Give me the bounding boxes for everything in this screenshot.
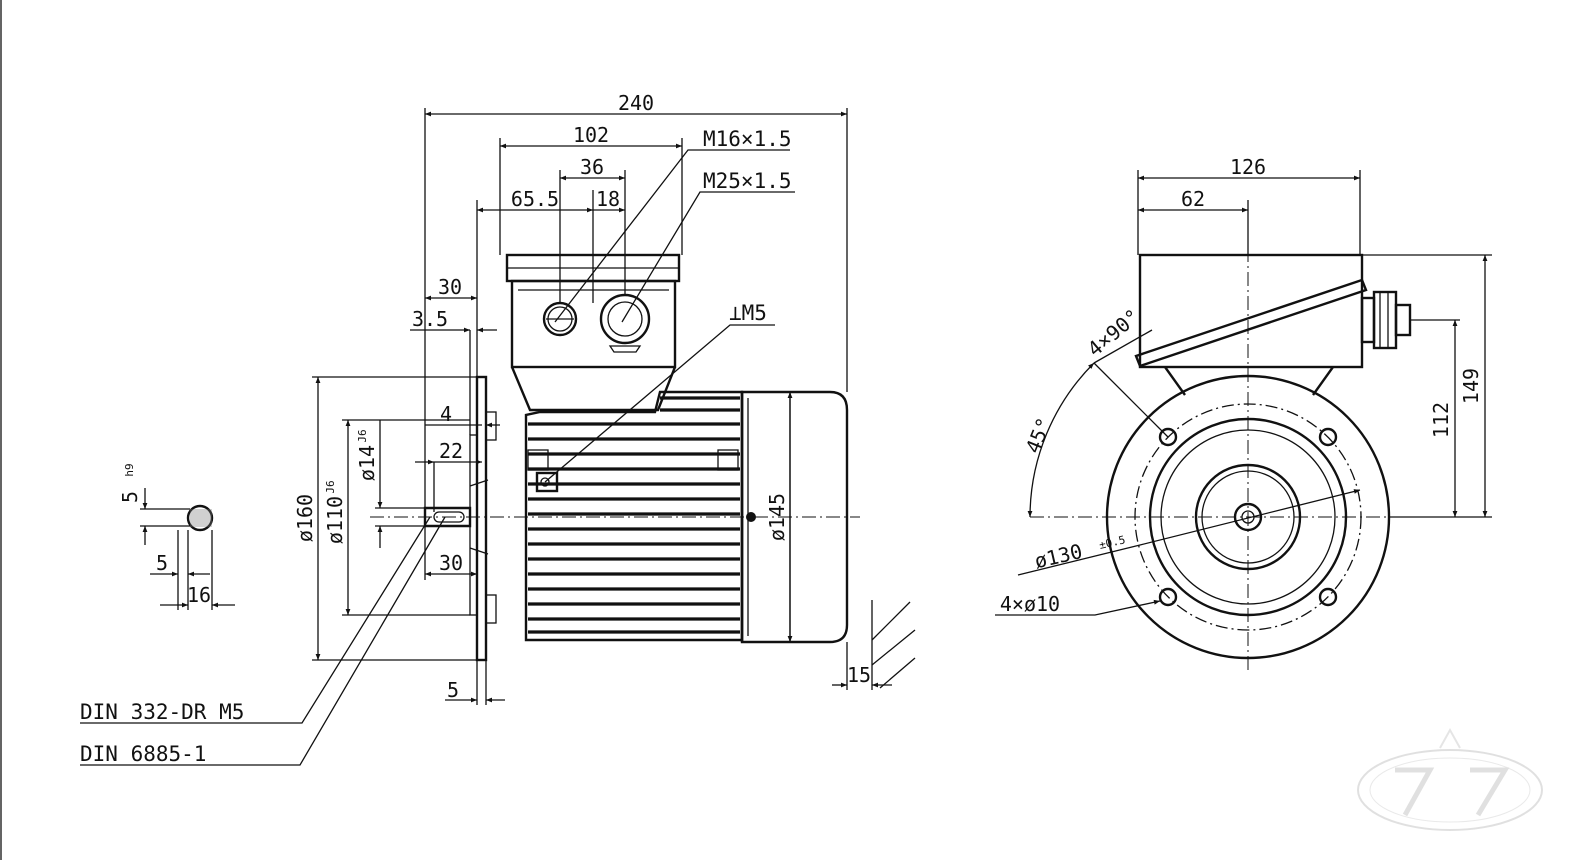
earth-screw-callout: ⊥M5	[729, 301, 767, 325]
key-width-2-label: 5	[156, 551, 168, 575]
end-terminal-box	[1138, 253, 1364, 369]
shaft-shoulder-label: 3.5	[412, 307, 448, 331]
leader-earth	[544, 324, 775, 483]
leader-centre-hole	[80, 516, 431, 724]
shaft-section-circle	[186, 504, 214, 532]
box-width-label: 126	[1230, 155, 1266, 179]
bolt-hole	[1158, 427, 1178, 447]
side-view	[80, 108, 916, 766]
overall-length-label: 240	[618, 91, 654, 115]
key-offset-label: 4	[440, 402, 452, 426]
earth-screw	[535, 471, 559, 493]
watermark-logo	[1357, 727, 1543, 831]
shaft	[423, 506, 472, 528]
key-fit-label: h9	[123, 463, 136, 476]
flange-plate	[475, 375, 488, 662]
gland-small-callout: M16×1.5	[703, 127, 792, 151]
bolt-holes-label: 4×ø10	[1000, 592, 1060, 616]
frame-diameter-label: ø145	[765, 493, 789, 541]
pitch-circle-label: ø130	[1032, 539, 1084, 573]
flange-thickness-label: 5	[447, 678, 459, 702]
key-length-label: 22	[439, 439, 463, 463]
spigot-diameter-label: ø110	[323, 496, 347, 544]
foot-gap-label: 15	[847, 663, 871, 687]
end-cable-gland	[1360, 296, 1376, 344]
leader-m25	[621, 191, 795, 323]
terminal-box-lid-edge	[1134, 278, 1368, 368]
gland-spacing-label: 36	[580, 155, 604, 179]
bolt-pitch-circle	[1134, 403, 1362, 631]
overall-height-label: 149	[1459, 368, 1483, 404]
centre-hole-callout: DIN 332-DR M5	[80, 700, 244, 724]
key-length-2-label: 30	[439, 551, 463, 575]
cooling-fins	[528, 396, 740, 634]
bolt-hole	[1318, 427, 1338, 447]
bolt-angle-label: 45°	[1021, 414, 1057, 456]
shaft-centre-height-label: 112	[1429, 402, 1453, 438]
gland-large-callout: M25×1.5	[703, 169, 792, 193]
flange-diameter-label: ø160	[293, 494, 317, 542]
leader-m16	[554, 149, 790, 323]
shaft-end	[1233, 502, 1263, 532]
fan-cover	[740, 390, 849, 644]
shaft-key	[433, 511, 465, 523]
pitch-tolerance-label: ±0.5	[1098, 533, 1127, 552]
shaft-length-label: 30	[438, 275, 462, 299]
box-position-label: 65.5	[511, 187, 559, 211]
key-standard-callout: DIN 6885-1	[80, 742, 206, 766]
shaft-height-key-label: 16	[187, 583, 211, 607]
leader-key-standard	[80, 516, 446, 766]
shaft-diameter-label: ø14	[355, 445, 379, 481]
end-view	[995, 170, 1492, 670]
bolt-hole	[1158, 587, 1178, 607]
terminal-box-base	[510, 366, 677, 412]
key-width-label: 5	[118, 491, 142, 503]
shaft-fit-label: J6	[356, 429, 369, 442]
stator-housing	[524, 390, 744, 642]
terminal-box-length-label: 102	[573, 123, 609, 147]
bolt-hole	[1318, 587, 1338, 607]
gland-offset-label: 18	[596, 187, 620, 211]
key-section-view	[140, 488, 235, 610]
spigot-fit-label: J6	[324, 480, 337, 493]
box-half-width-label: 62	[1181, 187, 1205, 211]
